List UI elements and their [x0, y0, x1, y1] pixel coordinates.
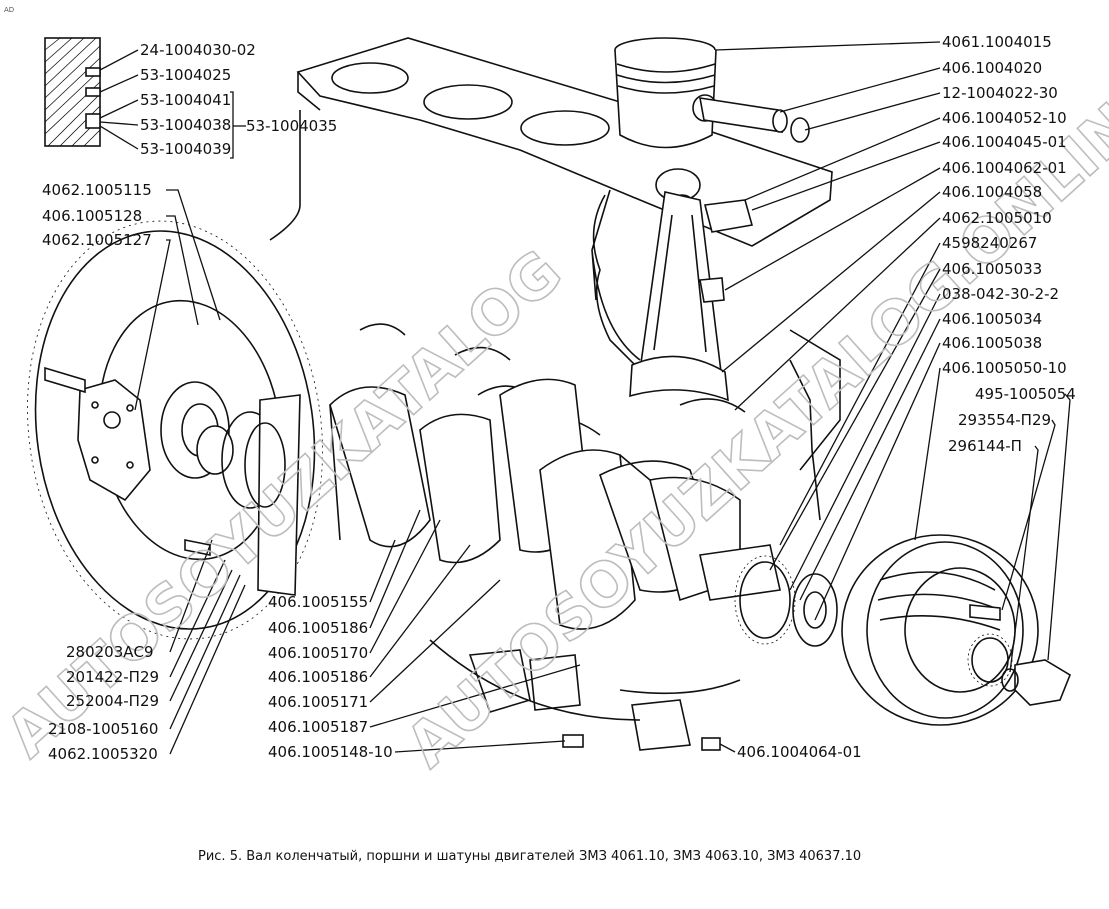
label-406-1005186-b: 406.1005186	[268, 668, 368, 686]
label-252004-p29: 252004-П29	[66, 692, 159, 710]
label-4598240267: 4598240267	[942, 234, 1037, 252]
label-53-1004041: 53-1004041	[140, 91, 231, 109]
label-495-1005054: 495-1005054	[975, 385, 1076, 403]
label-406-1005170: 406.1005170	[268, 644, 368, 662]
label-406-1005034: 406.1005034	[942, 310, 1042, 328]
label-53-1004039: 53-1004039	[140, 140, 231, 158]
label-4062-1005010: 4062.1005010	[942, 209, 1052, 227]
label-406-1004020: 406.1004020	[942, 59, 1042, 77]
label-53-1004038: 53-1004038	[140, 116, 231, 134]
label-53-1004035: 53-1004035	[246, 117, 337, 135]
label-038-042-30-2-2: 038-042-30-2-2	[942, 285, 1059, 303]
front-end-parts	[734, 534, 1071, 726]
label-406-1005128: 406.1005128	[42, 207, 142, 225]
connecting-rod	[629, 168, 754, 402]
label-406-1005033: 406.1005033	[942, 260, 1042, 278]
label-406-1004064-01: 406.1004064-01	[737, 743, 862, 761]
label-201422-p29: 201422-П29	[66, 668, 159, 686]
label-53-1004025: 53-1004025	[140, 66, 231, 84]
flywheel-plate	[44, 366, 151, 502]
label-24-1004030-02: 24-1004030-02	[140, 41, 256, 59]
corner-mark: AD	[4, 6, 14, 14]
rear-seal-holder	[184, 394, 301, 596]
piston	[614, 37, 810, 149]
label-2108-1005160: 2108-1005160	[48, 720, 158, 738]
label-406-1004058: 406.1004058	[942, 183, 1042, 201]
label-406-1005171: 406.1005171	[268, 693, 368, 711]
label-406-1004052-10: 406.1004052-10	[942, 109, 1067, 127]
label-406-1005050-10: 406.1005050-10	[942, 359, 1067, 377]
label-4062-1005127: 4062.1005127	[42, 231, 152, 249]
label-4061-1004015: 4061.1004015	[942, 33, 1052, 51]
label-4062-1005320: 4062.1005320	[48, 745, 158, 763]
cylinder-block	[269, 37, 841, 521]
leader-lines	[99, 41, 1071, 755]
crankshaft	[329, 378, 781, 630]
part-number-labels: 24-1004030-02 53-1004025 53-1004041 53-1…	[42, 33, 1076, 763]
label-293554-p29: 293554-П29	[958, 411, 1051, 429]
label-296144-p: 296144-П	[948, 437, 1022, 455]
label-406-1005187: 406.1005187	[268, 718, 368, 736]
label-406-1004062-01: 406.1004062-01	[942, 159, 1067, 177]
label-406-1005186-a: 406.1005186	[268, 619, 368, 637]
label-406-1004045-01: 406.1004045-01	[942, 133, 1067, 151]
label-4062-1005115: 4062.1005115	[42, 181, 152, 199]
parts-illustration	[27, 37, 1071, 751]
figure-caption: Рис. 5. Вал коленчатый, поршни и шатуны …	[198, 849, 861, 864]
label-406-1005038: 406.1005038	[942, 334, 1042, 352]
label-406-1005148-10: 406.1005148-10	[268, 743, 393, 761]
label-280203ac9: 280203АС9	[66, 643, 154, 661]
piston-ring-section	[44, 37, 101, 147]
label-406-1005155: 406.1005155	[268, 593, 368, 611]
label-12-1004022-30: 12-1004022-30	[942, 84, 1058, 102]
